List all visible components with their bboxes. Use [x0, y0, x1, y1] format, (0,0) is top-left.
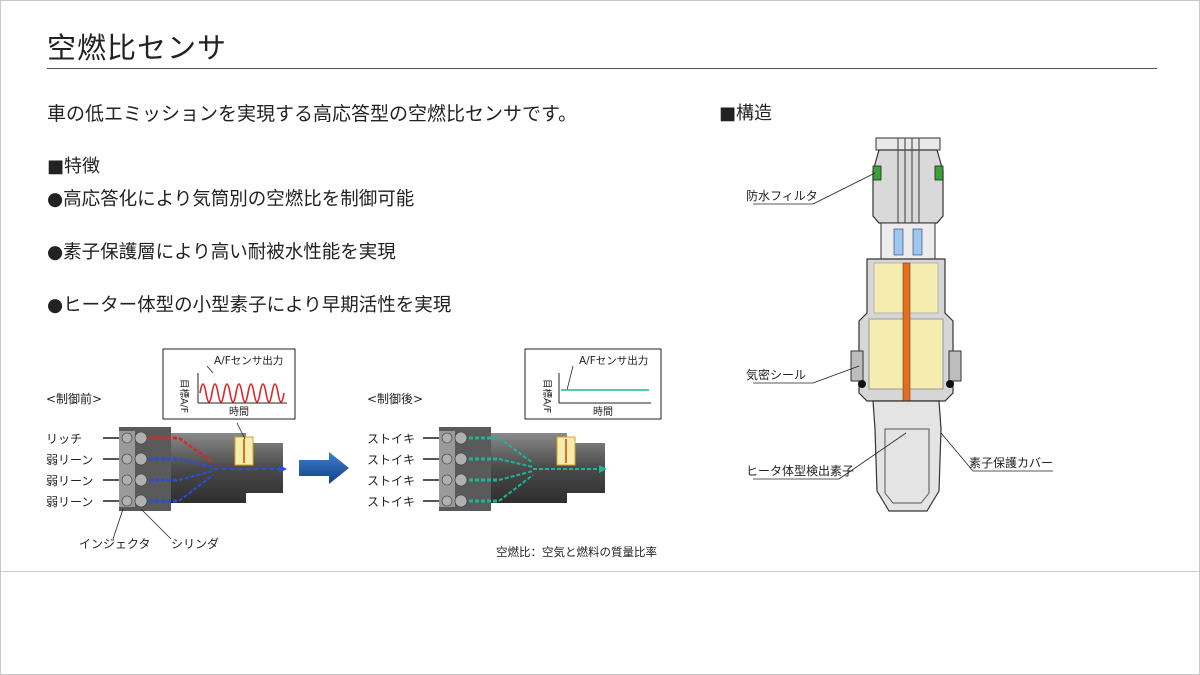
- feature-item-1: ●高応答化により気筒別の空燃比を制御可能: [47, 189, 415, 210]
- after-cylinder-4: ストイキ: [367, 495, 415, 509]
- waterproof-filter-label: 防水フィルタ: [746, 188, 818, 203]
- transition-arrow: [299, 452, 349, 484]
- after-graph: A/Fセンサ出力 目標A/F 時間: [524, 348, 662, 420]
- after-label: <制御後>: [367, 391, 423, 406]
- injector-label: インジェクタ: [79, 537, 151, 551]
- element-label: ヒータ体型検出素子: [746, 464, 854, 478]
- after-cylinder-2: ストイキ: [367, 453, 415, 467]
- before-graph-title: A/Fセンサ出力: [214, 354, 283, 367]
- intro-text: 車の低エミッションを実現する高応答型の空燃比センサです。: [47, 103, 578, 125]
- cover-label: 素子保護カバー: [969, 455, 1053, 470]
- before-engine: [103, 422, 287, 540]
- empty-area: [0, 572, 1200, 675]
- before-cylinder-4: 弱リーン: [46, 495, 93, 509]
- cylinder-label: シリンダ: [171, 536, 219, 551]
- before-label: <制御前>: [46, 391, 102, 406]
- after-x-label: 時間: [593, 406, 613, 418]
- before-cylinder-3: 弱リーン: [46, 474, 93, 488]
- slide: 空燃比センサ 車の低エミッションを実現する高応答型の空燃比センサです。 ■特徴 …: [0, 0, 1200, 572]
- page-title: 空燃比センサ: [47, 31, 228, 65]
- sensor-structure: [753, 137, 1053, 512]
- feature-item-3: ●ヒーター体型の小型素子により早期活性を実現: [47, 295, 452, 316]
- seal-label: 気密シール: [746, 367, 806, 382]
- before-cylinder-2: 弱リーン: [46, 453, 93, 467]
- after-graph-title: A/Fセンサ出力: [579, 354, 648, 367]
- before-graph: A/Fセンサ出力 目標A/F 時間: [162, 348, 296, 420]
- before-cylinder-1: リッチ: [46, 432, 82, 446]
- after-cylinder-3: ストイキ: [367, 474, 415, 488]
- before-af-wave: [199, 383, 285, 403]
- title-divider: [47, 68, 1157, 69]
- after-y-label: 目標A/F: [541, 379, 553, 413]
- after-cylinder-1: ストイキ: [367, 432, 415, 446]
- after-engine: [423, 427, 607, 511]
- footnote: 空燃比：空気と燃料の質量比率: [496, 545, 657, 559]
- before-x-label: 時間: [229, 406, 249, 418]
- before-y-label: 目標A/F: [178, 379, 190, 413]
- structure-heading: ■構造: [719, 103, 773, 124]
- feature-item-2: ●素子保護層により高い耐被水性能を実現: [47, 242, 396, 263]
- control-diagram: <制御前> A/Fセンサ出力 目標A/F 時間: [46, 137, 1053, 551]
- features-heading: ■特徴: [47, 156, 101, 177]
